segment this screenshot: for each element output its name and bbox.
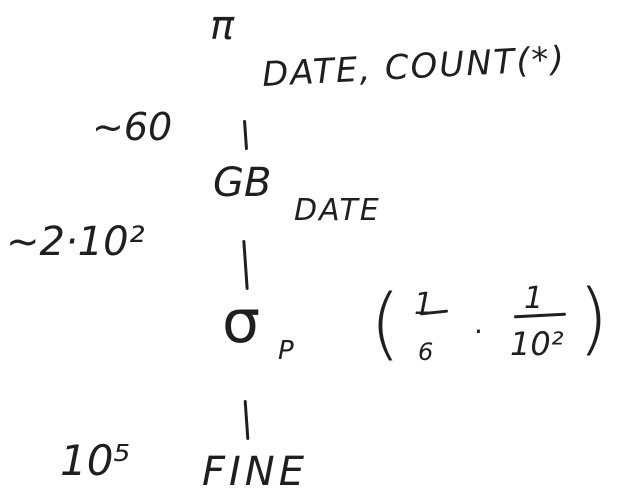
- selectivity-dot: ·: [474, 315, 483, 348]
- selectivity-fraction1-numerator: 1: [414, 287, 434, 322]
- groupby-attributes: DATE: [294, 193, 381, 228]
- edge-groupby-selection: [242, 239, 249, 291]
- edge-selection-table: [243, 399, 250, 441]
- selectivity-fraction2-denominator: 10²: [510, 325, 564, 363]
- selectivity-fraction2-numerator: 1: [524, 281, 544, 316]
- groupby-symbol: GB: [213, 160, 272, 206]
- selection-predicate: P: [278, 336, 294, 366]
- selection-symbol: σ: [222, 287, 261, 357]
- projection-attributes: DATE, COUNT(*): [261, 39, 567, 95]
- edge-projection-groupby: [242, 119, 249, 151]
- selectivity-open-paren: (: [370, 279, 401, 369]
- groupby-estimate: ~2·10²: [6, 219, 145, 265]
- selectivity-fraction1-denominator: 6: [418, 338, 434, 366]
- table-estimate: 10⁵: [60, 436, 131, 485]
- selectivity-close-paren: ): [578, 274, 609, 364]
- selectivity-fraction2-bar: [513, 312, 567, 319]
- projection-estimate: ~60: [92, 105, 173, 149]
- table-name: FINE: [202, 449, 308, 495]
- projection-symbol: π: [210, 3, 235, 49]
